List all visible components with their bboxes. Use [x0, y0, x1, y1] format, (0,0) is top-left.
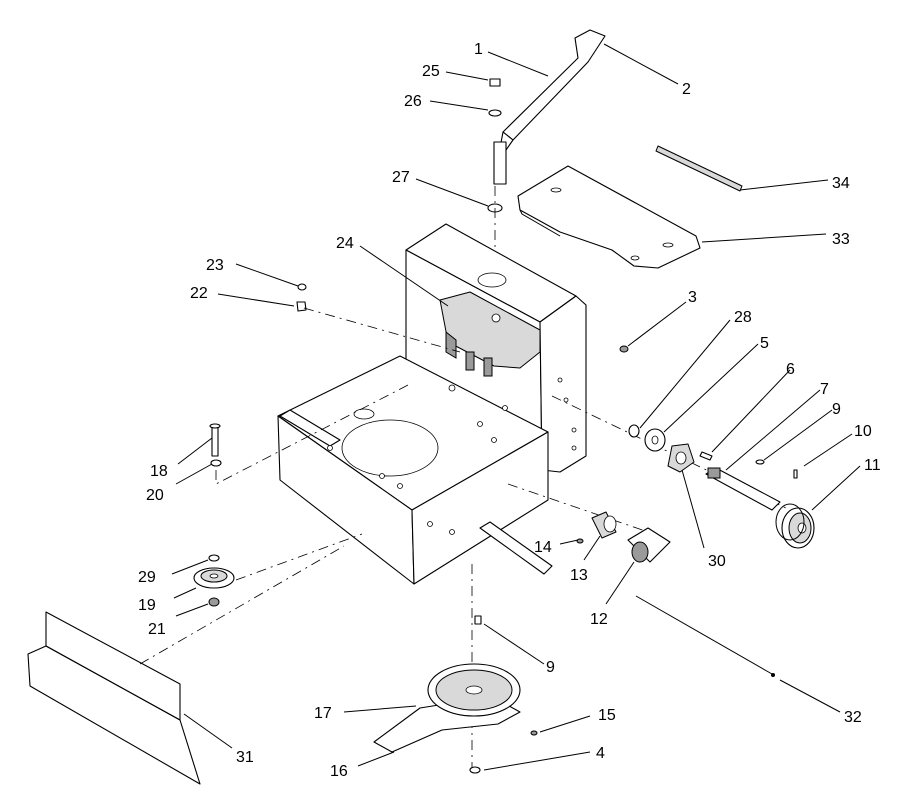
coupler-assembly	[507, 483, 671, 563]
leader-lines	[171, 43, 861, 771]
callout-18: 18	[150, 463, 168, 480]
callout-24: 24	[336, 235, 354, 252]
callout-9-upper: 9	[832, 401, 841, 418]
callout-33: 33	[832, 231, 850, 248]
callout-17: 17	[314, 705, 332, 722]
callout-12: 12	[590, 611, 608, 628]
idler-pulley	[193, 533, 363, 607]
callout-34: 34	[832, 175, 850, 192]
mounting-plate	[517, 165, 701, 269]
lever-fasteners	[487, 78, 503, 280]
drive-pulley-and-belt	[373, 564, 538, 774]
callout-19: 19	[138, 597, 156, 614]
main-frame	[277, 223, 587, 585]
callout-29: 29	[138, 569, 156, 586]
callout-16: 16	[330, 763, 348, 780]
callout-7: 7	[820, 381, 829, 398]
callout-23: 23	[206, 257, 224, 274]
callout-3: 3	[688, 289, 697, 306]
callout-numbers: 1 2 3 4 5 6 7 9 9 10 11 12 13 14 15 16 1…	[138, 41, 881, 780]
callout-4: 4	[596, 745, 605, 762]
callout-10: 10	[854, 423, 872, 440]
small-screw	[296, 283, 461, 353]
callout-1: 1	[474, 41, 483, 58]
callout-14: 14	[534, 539, 552, 556]
frame-holes	[327, 377, 577, 535]
carriage-bolt	[209, 383, 411, 485]
callout-2: 2	[682, 81, 691, 98]
callout-9-lower: 9	[546, 659, 555, 676]
callout-20: 20	[146, 487, 164, 504]
control-rod	[635, 595, 775, 677]
callout-32: 32	[844, 709, 862, 726]
callout-28: 28	[734, 309, 752, 326]
callout-13: 13	[570, 567, 588, 584]
lever-handle	[493, 29, 606, 185]
trim-strip	[655, 145, 743, 192]
callout-6: 6	[786, 361, 795, 378]
shaft-assembly	[551, 345, 815, 549]
callout-25: 25	[422, 63, 440, 80]
callout-5: 5	[760, 335, 769, 352]
callout-26: 26	[404, 93, 422, 110]
callout-15: 15	[598, 707, 616, 724]
callout-22: 22	[190, 285, 208, 302]
callout-31: 31	[236, 749, 254, 766]
callout-11: 11	[864, 457, 881, 474]
callout-30: 30	[708, 553, 726, 570]
belt-guard	[27, 545, 345, 785]
callout-21: 21	[148, 621, 166, 638]
gearbox	[439, 291, 541, 377]
callout-27: 27	[392, 169, 410, 186]
